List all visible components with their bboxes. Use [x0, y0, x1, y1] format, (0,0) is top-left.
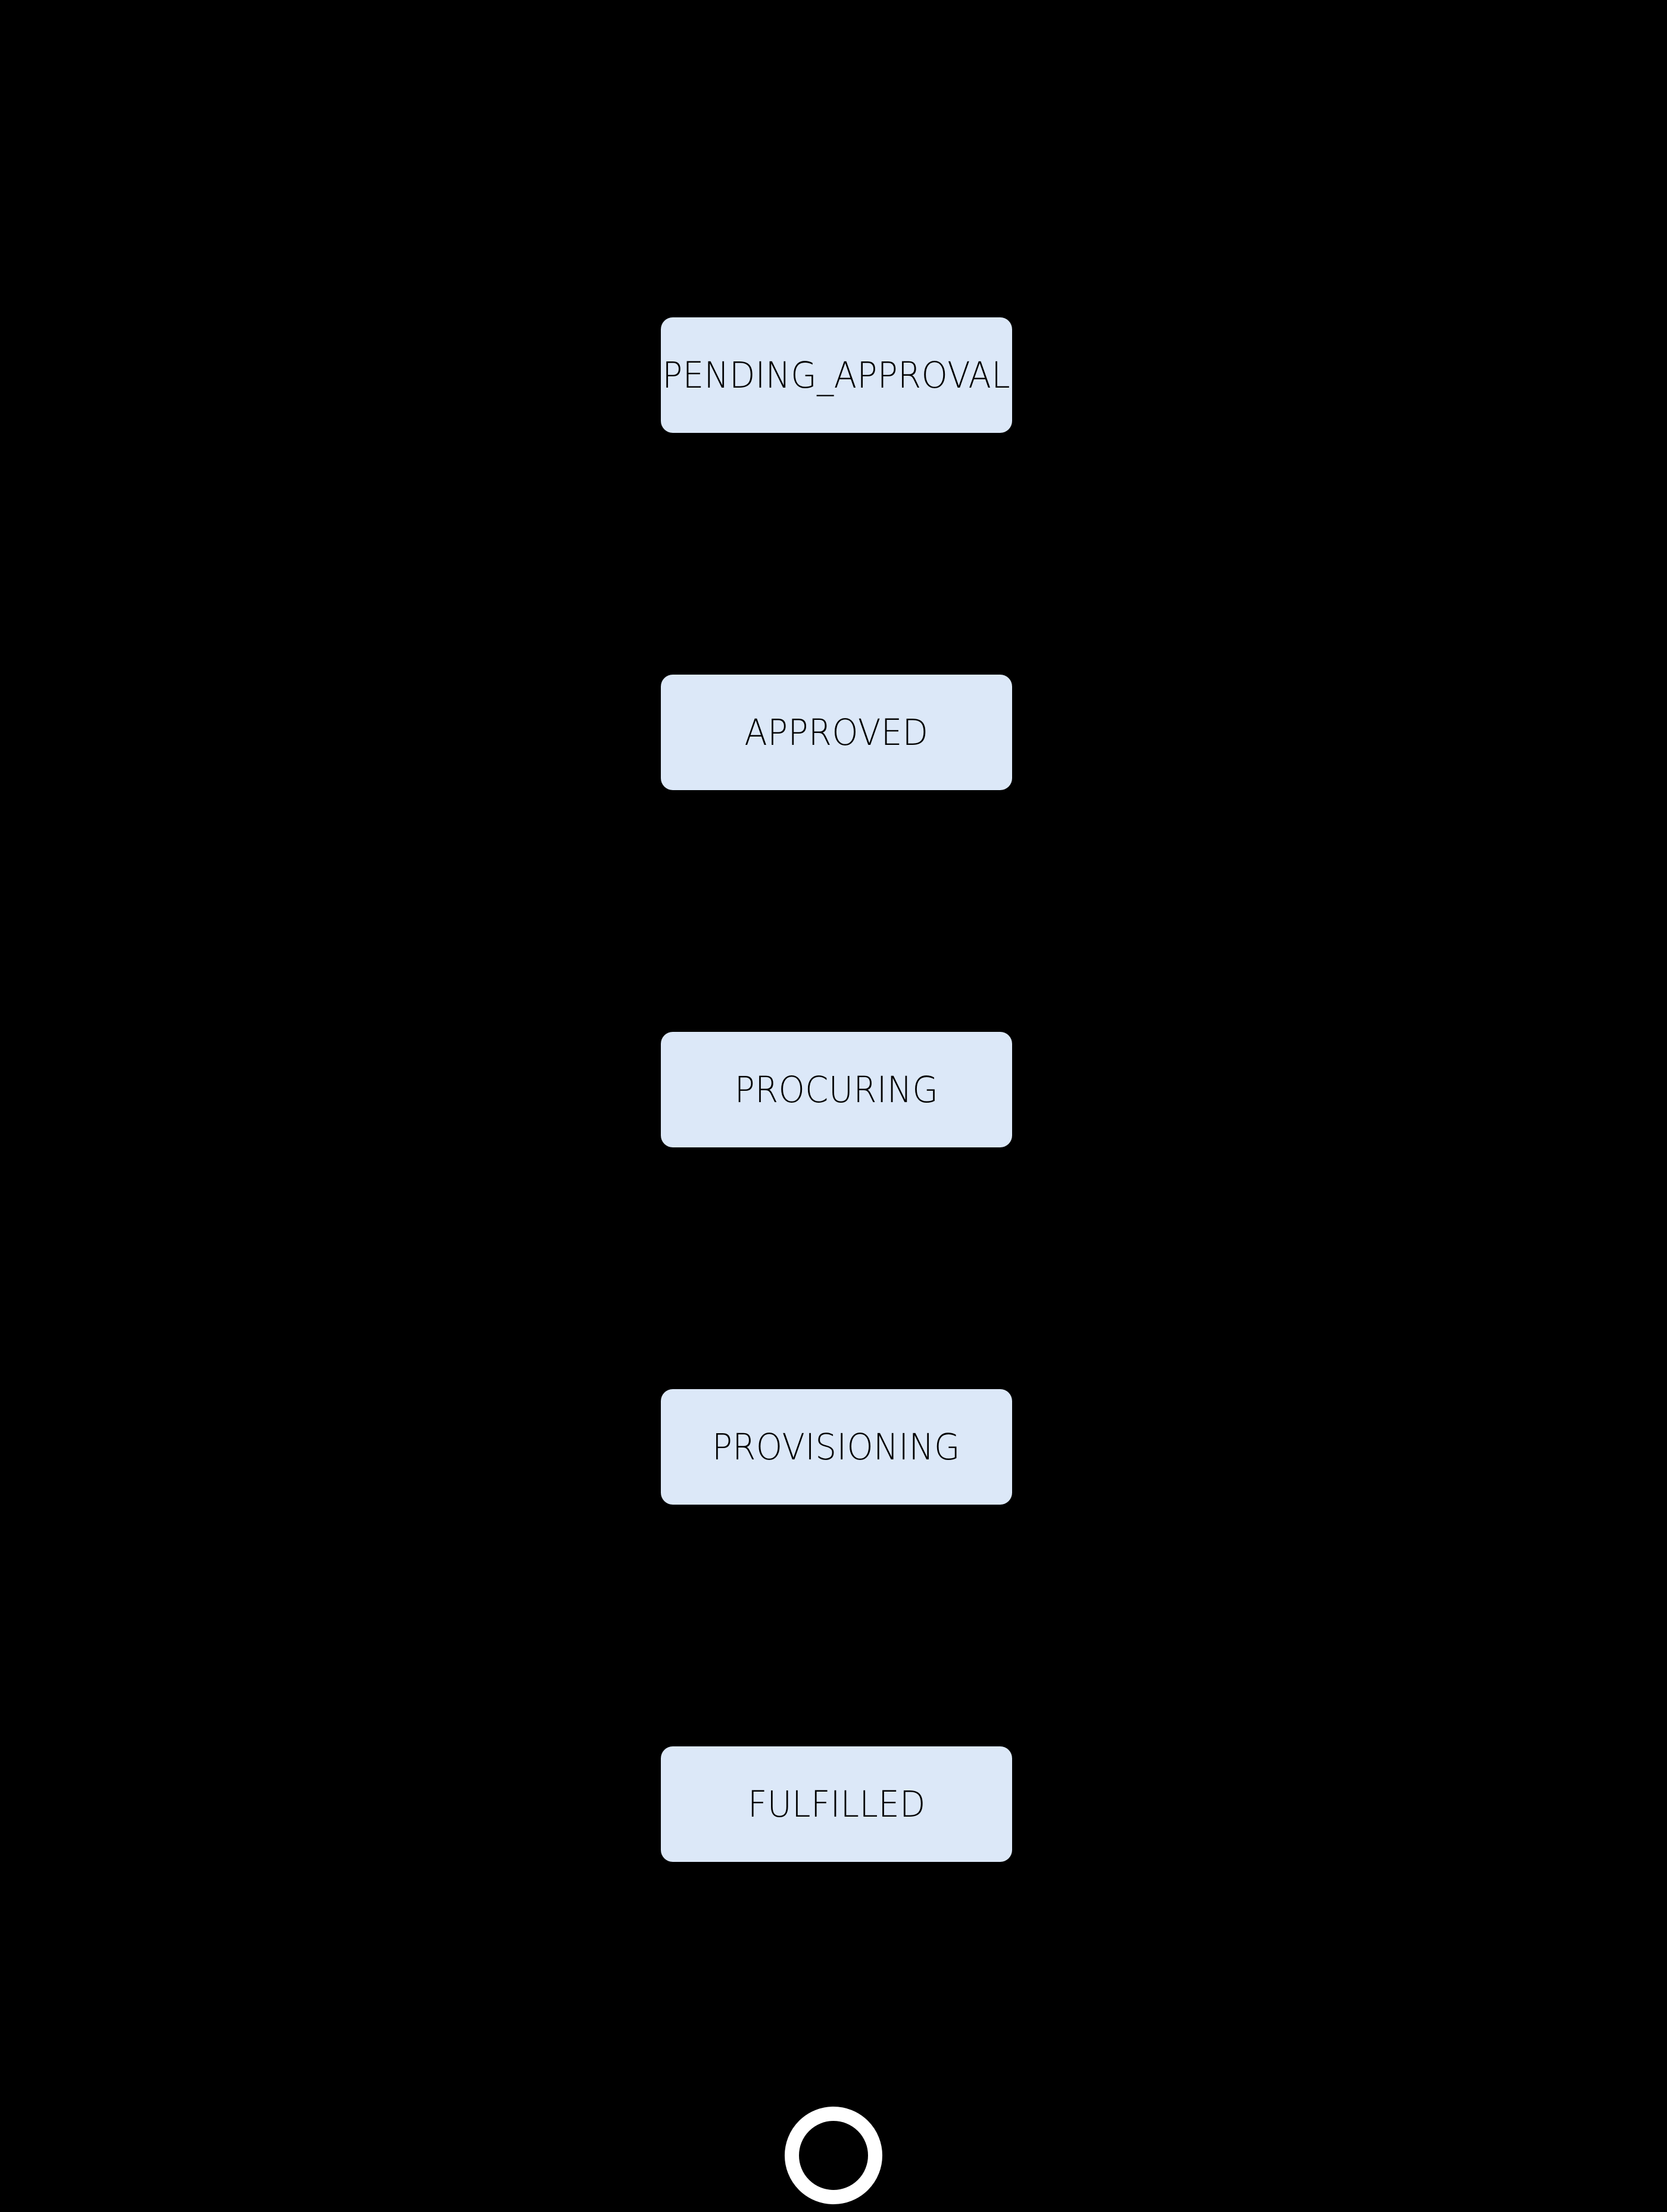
transition-edge-fulfilled-to-end — [832, 1862, 835, 2107]
state-node-label: PROVISIONING — [712, 1425, 961, 1468]
state-node-procuring[interactable]: PROCURING — [661, 1032, 1012, 1147]
state-node-provisioning[interactable]: PROVISIONING — [661, 1389, 1012, 1505]
state-node-label: PENDING_APPROVAL — [662, 354, 1011, 397]
state-node-label: APPROVED — [744, 711, 929, 754]
transition-edge-provisioning-to-fulfilled — [832, 1505, 835, 1746]
transition-edge-procuring-to-provisioning — [832, 1147, 835, 1389]
state-node-approved[interactable]: APPROVED — [661, 675, 1012, 790]
transition-edge-pending-approval-to-approved — [832, 433, 835, 675]
state-node-label: FULFILLED — [747, 1783, 926, 1826]
transition-edge-approved-to-procuring — [832, 790, 835, 1032]
end-state-circle-icon — [785, 2107, 882, 2204]
state-node-fulfilled[interactable]: FULFILLED — [661, 1746, 1012, 1862]
state-node-pending-approval[interactable]: PENDING_APPROVAL — [661, 317, 1012, 433]
state-node-label: PROCURING — [734, 1068, 939, 1111]
